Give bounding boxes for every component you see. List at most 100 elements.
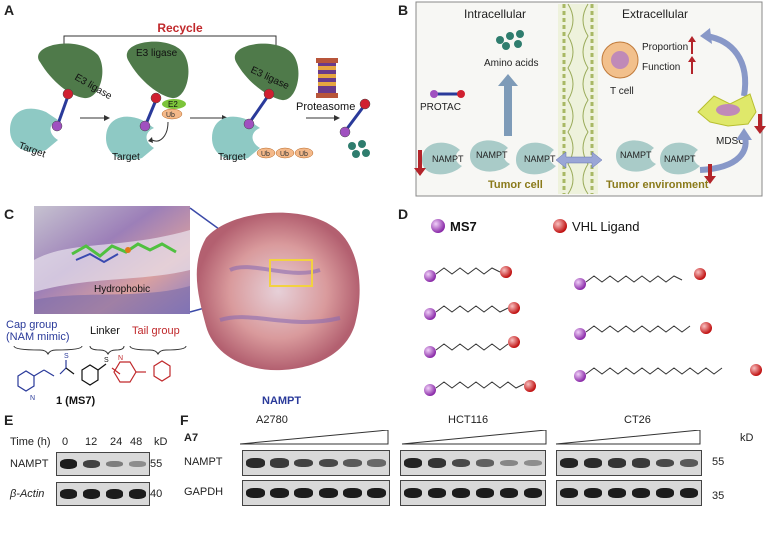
nampt-band <box>105 460 124 468</box>
protac-label: PROTAC <box>420 102 461 113</box>
linker-label: Linker <box>90 325 120 337</box>
panel-d-diagram: MS7 VHL Ligand <box>424 219 762 396</box>
gapdh-band <box>427 487 447 499</box>
mdsc-label: MDSC <box>716 136 745 147</box>
mw-nampt-f: 55 <box>712 456 725 468</box>
vhl-legend: VHL Ligand <box>572 219 639 234</box>
row-label-gapdh-f: GAPDH <box>184 486 224 498</box>
linker-3 <box>424 336 520 358</box>
cell-line-hct116: HCT116 <box>448 414 489 426</box>
svg-text:S: S <box>104 357 109 364</box>
nampt-protein-label: NAMPT <box>262 395 301 407</box>
gapdh-band <box>343 487 362 499</box>
blot-f-hct116-nampt <box>400 450 546 476</box>
svg-text:N: N <box>30 395 35 402</box>
gapdh-band <box>655 487 675 499</box>
nampt-label-3: NAMPT <box>524 154 556 164</box>
panel-label-c: C <box>4 206 15 222</box>
time-24: 24 <box>110 436 123 448</box>
nampt-band <box>343 458 362 468</box>
gapdh-band <box>559 487 579 499</box>
gapdh-band <box>679 487 699 499</box>
nampt-band <box>451 458 471 468</box>
nampt-band <box>631 458 651 468</box>
row-label-nampt-e: NAMPT <box>10 458 49 470</box>
linker-7 <box>574 364 762 382</box>
time-12: 12 <box>85 436 98 448</box>
nampt-band <box>59 459 78 469</box>
actin-band <box>128 489 147 499</box>
cap-group-label: Cap group <box>6 319 57 331</box>
kd-label-f: kD <box>740 432 754 444</box>
ms7-legend: MS7 <box>450 219 477 234</box>
intracellular-label: Intracellular <box>464 7 526 21</box>
gapdh-band <box>318 487 338 499</box>
nampt-band <box>294 458 314 468</box>
actin-band <box>59 489 78 499</box>
blot-e-actin <box>56 482 150 506</box>
nampt-band <box>270 458 289 468</box>
blot-f-a2780-gapdh <box>242 480 390 506</box>
nampt-band <box>499 459 519 467</box>
blot-f-a2780-nampt <box>242 450 390 476</box>
kd-label-e: kD <box>154 436 168 448</box>
cell-line-ct26: CT26 <box>624 414 651 426</box>
nampt-band <box>245 458 265 468</box>
svg-text:N: N <box>118 355 123 362</box>
proteasome-icon <box>316 58 338 98</box>
concentration-wedges <box>240 430 701 445</box>
gapdh-band <box>607 487 627 499</box>
nampt-label-2: NAMPT <box>476 150 508 160</box>
gapdh-band <box>270 487 289 499</box>
time-0: 0 <box>62 436 69 448</box>
nampt-band <box>403 458 423 468</box>
gapdh-band <box>583 487 603 499</box>
svg-text:S: S <box>64 353 69 360</box>
target-label-2: Target <box>112 152 140 163</box>
panel-a-diagram: Recycle E3 ligase Target E3 ligase Targe… <box>10 21 371 163</box>
panel-label-d: D <box>398 206 409 222</box>
hydrophobic-label: Hydrophobic <box>94 284 150 295</box>
nampt-label-1: NAMPT <box>432 154 464 164</box>
ub-label-a: Ub <box>166 112 175 119</box>
nampt-band <box>655 458 675 468</box>
compound-a7-label: A7 <box>184 432 199 444</box>
e3-label-2: E3 ligase <box>136 48 178 59</box>
nampt-band <box>128 461 147 467</box>
blot-f-ct26-gapdh <box>556 480 702 506</box>
row-label-actin-e: β-Actin <box>10 488 45 500</box>
blot-f-ct26-nampt <box>556 450 702 476</box>
nampt-band <box>318 458 338 468</box>
gapdh-band <box>451 487 471 499</box>
linker-4 <box>424 380 536 396</box>
time-48: 48 <box>130 436 143 448</box>
tumor-cell-label: Tumor cell <box>488 179 543 191</box>
proteasome-label: Proteasome <box>296 101 355 113</box>
gapdh-band <box>523 487 543 499</box>
t-cell-label: T cell <box>610 86 634 97</box>
panel-label-f: F <box>180 412 189 428</box>
tail-group-label: Tail group <box>132 325 180 337</box>
nampt-band <box>679 458 699 468</box>
nampt-band <box>82 459 101 469</box>
panel-label-a: A <box>4 2 15 18</box>
gapdh-band <box>294 487 314 499</box>
cell-line-a2780: A2780 <box>256 414 288 426</box>
actin-band <box>105 489 124 499</box>
mw-nampt-e: 55 <box>150 458 163 470</box>
nampt-band <box>427 458 447 468</box>
ub-label-c: Ub <box>280 151 289 158</box>
recycle-label: Recycle <box>157 21 203 35</box>
linker-6 <box>574 322 712 340</box>
extracellular-label: Extracellular <box>622 7 688 21</box>
amino-acids-label: Amino acids <box>484 58 538 69</box>
nampt-band <box>367 459 387 467</box>
nampt-band <box>559 458 579 468</box>
panel-b-diagram: Intracellular Extracellular Amino acids … <box>414 1 766 197</box>
nampt-band <box>607 458 627 468</box>
proportion-label: Proportion <box>642 42 688 53</box>
mw-actin-e: 40 <box>150 488 163 500</box>
compound-label: 1 (MS7) <box>56 395 95 407</box>
nampt-band <box>475 459 495 467</box>
linker-1 <box>424 266 512 282</box>
